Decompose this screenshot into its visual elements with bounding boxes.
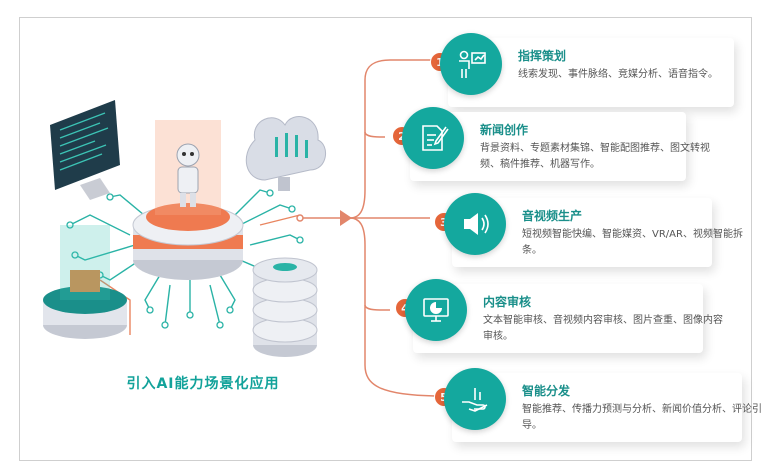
card-description: 短视频智能快编、智能媒资、VR/AR、视频智能拆条。 <box>522 229 743 256</box>
card-description: 背景资料、专题素材集锦、智能配图推荐、图文转视频、稿件推荐、机器写作。 <box>480 143 710 170</box>
card-description: 智能推荐、传播力预测与分析、新闻价值分析、评论引导。 <box>522 404 762 431</box>
card-command-planning: 1 指挥策划 线索发现、事件脉络、竞媒分析、语音指令。 <box>430 33 734 107</box>
card-av-production: 3 音视频生产 短视频智能快编、智能媒资、VR/AR、视频智能拆条。 <box>434 193 743 267</box>
document-pen-icon <box>402 107 464 169</box>
card-news-creation: 2 新闻创作 背景资料、专题素材集锦、智能配图推荐、图文转视频、稿件推荐、机器写… <box>392 107 710 181</box>
person-presenting-icon <box>440 33 502 95</box>
ai-platform-illustration <box>43 100 326 357</box>
card-content-review: 4 内容审核 文本智能审核、音视频内容审核、图片查重、图像内容审核。 <box>395 279 723 353</box>
robot-platform <box>132 120 244 280</box>
card-title: 音视频生产 <box>522 209 583 223</box>
diagram-caption: 引入AI能力场景化应用 <box>126 376 280 392</box>
monitor-icon <box>50 100 120 200</box>
card-description: 线索发现、事件脉络、竞媒分析、语音指令。 <box>518 69 718 80</box>
card-description: 文本智能审核、音视频内容审核、图片查重、图像内容审核。 <box>483 315 723 342</box>
database-icon <box>252 257 318 357</box>
card-smart-distribution: 5 智能分发 智能推荐、传播力预测与分析、新闻价值分析、评论引导。 <box>434 368 762 442</box>
connector-lines <box>296 59 436 397</box>
card-title: 新闻创作 <box>480 123 529 137</box>
speaker-icon <box>444 193 506 255</box>
wallet-pedestal <box>43 225 127 339</box>
hand-growth-icon <box>444 368 506 430</box>
card-title: 指挥策划 <box>518 49 567 63</box>
cloud-icon <box>245 116 326 191</box>
monitor-chart-icon <box>405 279 467 341</box>
card-title: 智能分发 <box>522 384 571 398</box>
card-title: 内容审核 <box>483 295 532 309</box>
